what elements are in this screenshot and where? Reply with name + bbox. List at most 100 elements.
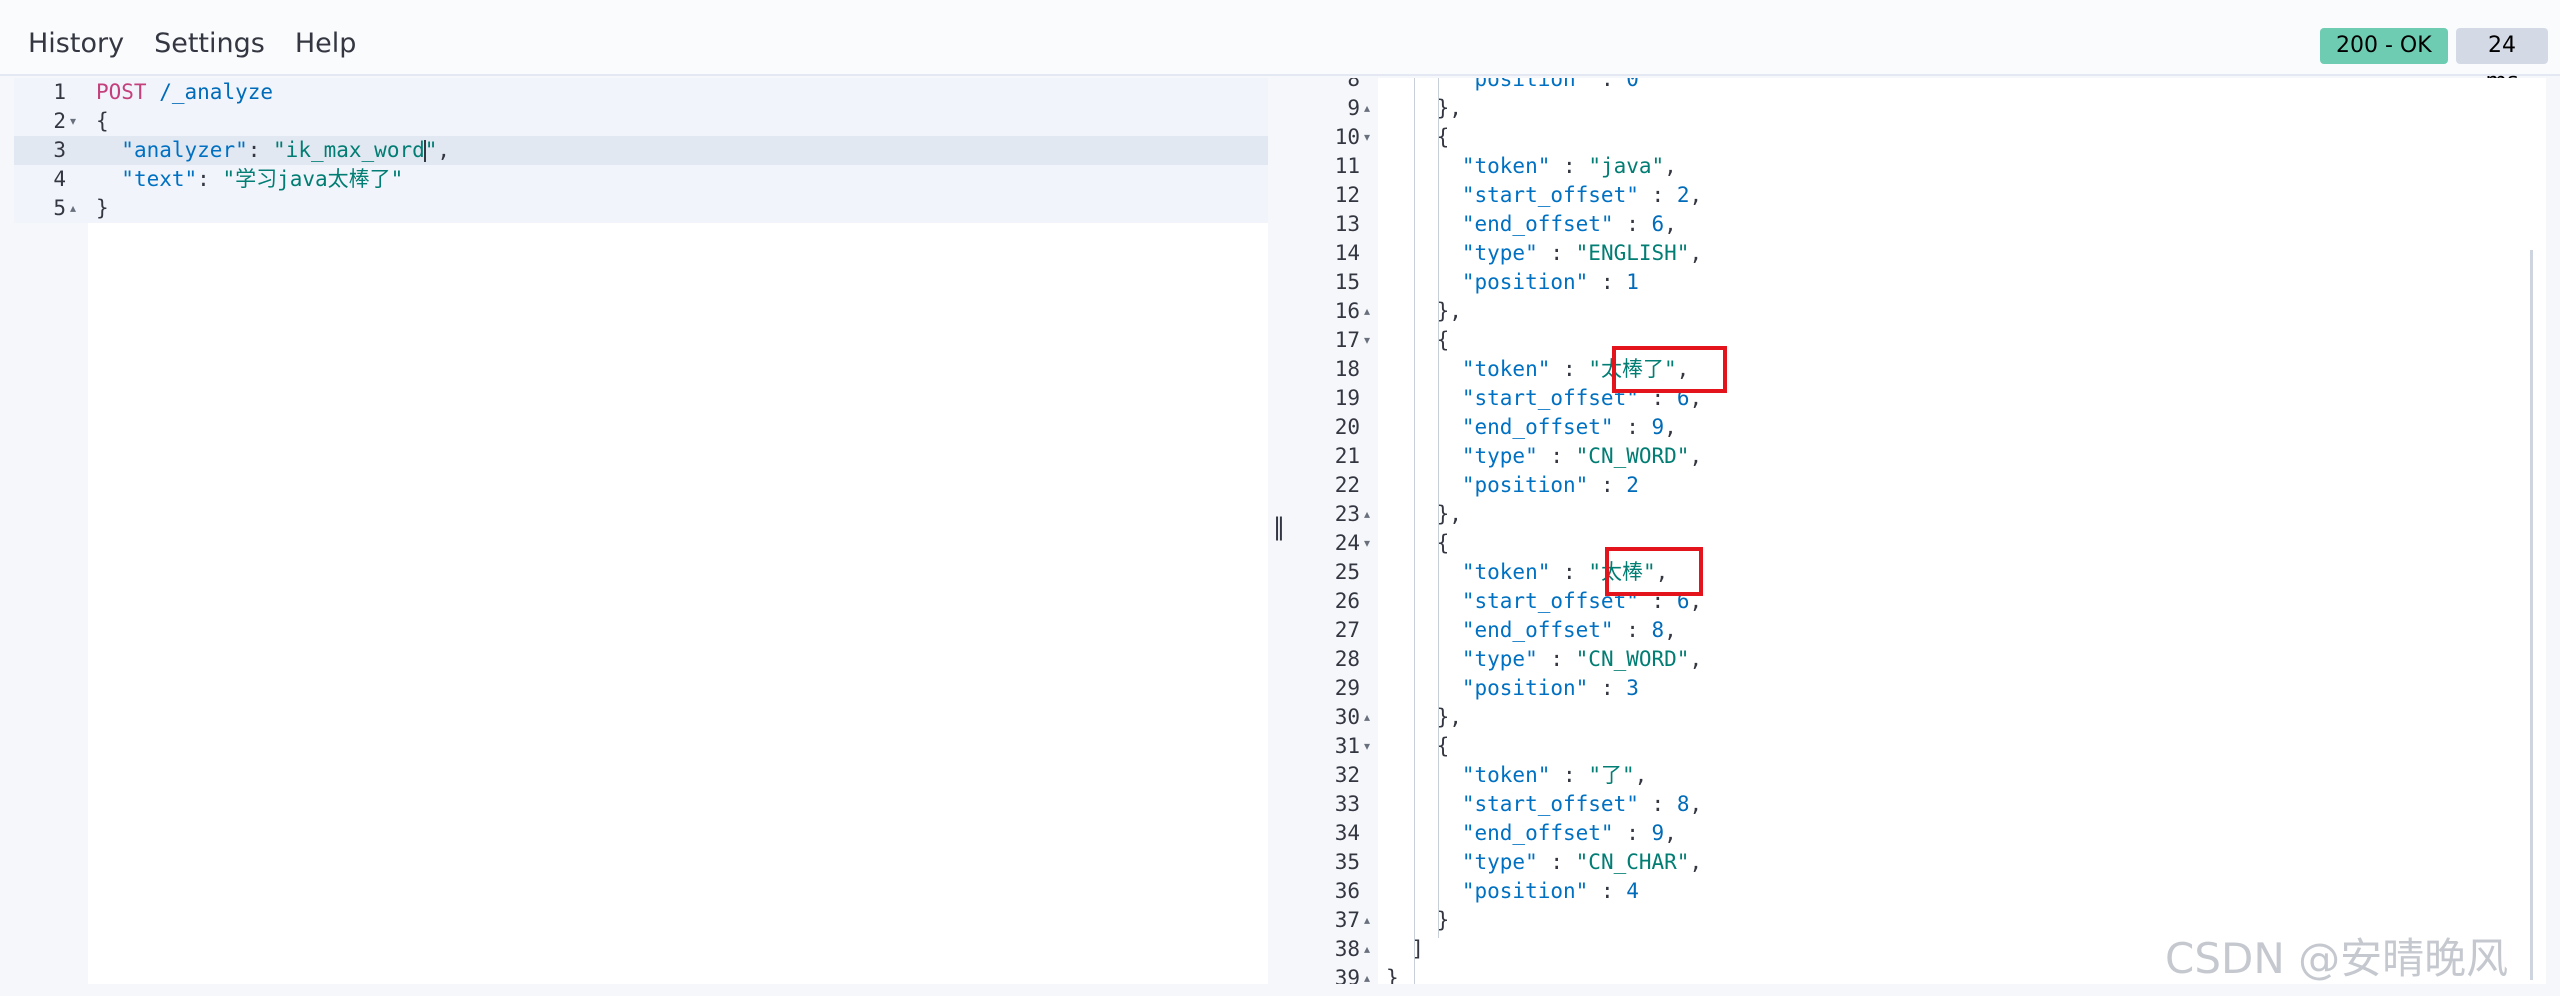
response-scrollbar[interactable] <box>2530 250 2533 980</box>
token-pun: : <box>1588 676 1627 700</box>
code-text: "end_offset" : 9, <box>1386 413 1677 442</box>
token-pun: : <box>1588 78 1627 91</box>
response-line[interactable]: 13 "end_offset" : 6, <box>1294 210 2546 239</box>
fold-close-icon[interactable]: ▴ <box>1364 942 1371 956</box>
token-str: "太棒" <box>1588 560 1656 584</box>
token-pun: , <box>1676 357 1690 381</box>
request-line[interactable]: 4 "text": "学习java太棒了" <box>14 165 1268 194</box>
response-line[interactable]: 12 "start_offset" : 2, <box>1294 181 2546 210</box>
token-str: "太棒了" <box>1588 357 1677 381</box>
response-line[interactable]: 32 "token" : "了", <box>1294 761 2546 790</box>
response-line[interactable]: 10▾ { <box>1294 123 2546 152</box>
token-pun <box>1386 444 1462 468</box>
line-number: 9 <box>1347 96 1360 120</box>
response-line[interactable]: 20 "end_offset" : 9, <box>1294 413 2546 442</box>
fold-close-icon[interactable]: ▴ <box>1364 507 1371 521</box>
response-line[interactable]: 25 "token" : "太棒", <box>1294 558 2546 587</box>
fold-close-icon[interactable]: ▴ <box>1364 971 1371 984</box>
response-line[interactable]: 14 "type" : "ENGLISH", <box>1294 239 2546 268</box>
token-key: "end_offset" <box>1461 212 1614 236</box>
token-pun: : <box>1537 241 1576 265</box>
response-viewer[interactable]: 8 "position" : 0 9 ▴ }, 10▾ {11 "token" : "… <box>1294 78 2546 984</box>
response-line[interactable]: 23▴ }, <box>1294 500 2546 529</box>
response-line[interactable]: 28 "type" : "CN_WORD", <box>1294 645 2546 674</box>
token-pun <box>1386 676 1462 700</box>
token-pun: , <box>1664 212 1677 236</box>
response-line[interactable]: 35 "type" : "CN_CHAR", <box>1294 848 2546 877</box>
response-line[interactable]: 11 "token" : "java", <box>1294 152 2546 181</box>
line-number: 14 <box>1334 241 1360 265</box>
token-pun: : <box>1588 473 1627 497</box>
request-line[interactable]: 3 "analyzer": "ik_max_word", <box>14 136 1268 165</box>
fold-close-icon[interactable]: ▴ <box>1364 710 1371 724</box>
response-line[interactable]: 8 "position" : 0 <box>1294 78 2546 94</box>
code-text: "position" : 1 <box>1386 268 1639 297</box>
response-line[interactable]: 16▴ }, <box>1294 297 2546 326</box>
response-line[interactable]: 33 "start_offset" : 8, <box>1294 790 2546 819</box>
token-num: 2 <box>1676 183 1690 207</box>
response-line[interactable]: 39▴} <box>1294 964 2546 984</box>
token-key: "token" <box>1461 560 1551 584</box>
response-line[interactable]: 30▴ }, <box>1294 703 2546 732</box>
response-time-badge: 24 ms <box>2456 28 2548 94</box>
response-line[interactable]: 22 "position" : 2 <box>1294 471 2546 500</box>
response-line[interactable]: 37 ▴ } <box>1294 906 2546 935</box>
response-line[interactable]: 18 "token" : "太棒了", <box>1294 355 2546 384</box>
fold-close-icon[interactable]: ▴ <box>1364 913 1371 927</box>
code-text: "start_offset" : 6, <box>1386 384 1702 413</box>
code-text: "token" : "太棒", <box>1386 558 1668 587</box>
token-pun <box>96 167 121 191</box>
fold-close-icon[interactable]: ▴ <box>70 201 77 215</box>
response-line[interactable]: 9▴ }, <box>1294 94 2546 123</box>
token-pun: { <box>1386 734 1450 758</box>
response-line[interactable]: 34 "end_offset" : 9, <box>1294 819 2546 848</box>
menu-help[interactable]: Help <box>294 28 357 59</box>
fold-open-icon[interactable]: ▾ <box>70 114 77 128</box>
token-pun: { <box>1386 531 1450 555</box>
token-num: 1 <box>1626 270 1639 294</box>
line-number: 36 <box>1334 879 1360 903</box>
token-pun: : <box>1613 415 1652 439</box>
code-text: "token" : "java", <box>1386 152 1677 181</box>
fold-open-icon[interactable]: ▾ <box>1364 739 1371 753</box>
line-number: 8 <box>1347 78 1360 91</box>
line-number: 19 <box>1334 386 1360 410</box>
token-str: "ik_max_word <box>273 138 425 162</box>
response-line[interactable]: 31 ▾ { <box>1294 732 2546 761</box>
line-number: 18 <box>1334 357 1360 381</box>
menu-history[interactable]: History <box>28 28 125 59</box>
code-text: "start_offset" : 8, <box>1386 790 1702 819</box>
token-url: /_analyze <box>159 80 274 104</box>
fold-open-icon[interactable]: ▾ <box>1364 130 1371 144</box>
status-code-badge: 200 - OK <box>2320 28 2448 64</box>
fold-open-icon[interactable]: ▾ <box>1364 333 1371 347</box>
response-line[interactable]: 19 "start_offset" : 6, <box>1294 384 2546 413</box>
request-line[interactable]: 5▴} <box>14 194 1268 223</box>
token-pun: } <box>1386 908 1450 932</box>
request-line[interactable]: 2▾{ <box>14 107 1268 136</box>
token-pun: , <box>1634 763 1648 787</box>
menu-settings[interactable]: Settings <box>154 28 265 59</box>
line-number: 31 <box>1334 734 1360 758</box>
response-line[interactable]: 27 "end_offset" : 8, <box>1294 616 2546 645</box>
token-pun: : <box>1537 850 1576 874</box>
token-key: "type" <box>1461 647 1538 671</box>
line-number: 37 <box>1334 908 1360 932</box>
token-str: "java" <box>1588 154 1665 178</box>
response-line[interactable]: 17▾ { <box>1294 326 2546 355</box>
response-line[interactable]: 26 "start_offset" : 6, <box>1294 587 2546 616</box>
response-line[interactable]: 21 "type" : "CN_WORD", <box>1294 442 2546 471</box>
response-line[interactable]: 15 "position" : 1 <box>1294 268 2546 297</box>
token-pun <box>1386 415 1462 439</box>
response-line[interactable]: 36 "position" : 4 <box>1294 877 2546 906</box>
fold-open-icon[interactable]: ▾ <box>1364 536 1371 550</box>
fold-close-icon[interactable]: ▴ <box>1364 304 1371 318</box>
fold-close-icon[interactable]: ▴ <box>1364 101 1371 115</box>
token-pun: , <box>1689 183 1703 207</box>
response-line[interactable]: 24 ▾ { <box>1294 529 2546 558</box>
response-line[interactable]: 29 "position" : 3 <box>1294 674 2546 703</box>
line-number: 24 <box>1334 531 1360 555</box>
pane-resizer[interactable]: ‖ <box>1268 78 1294 984</box>
